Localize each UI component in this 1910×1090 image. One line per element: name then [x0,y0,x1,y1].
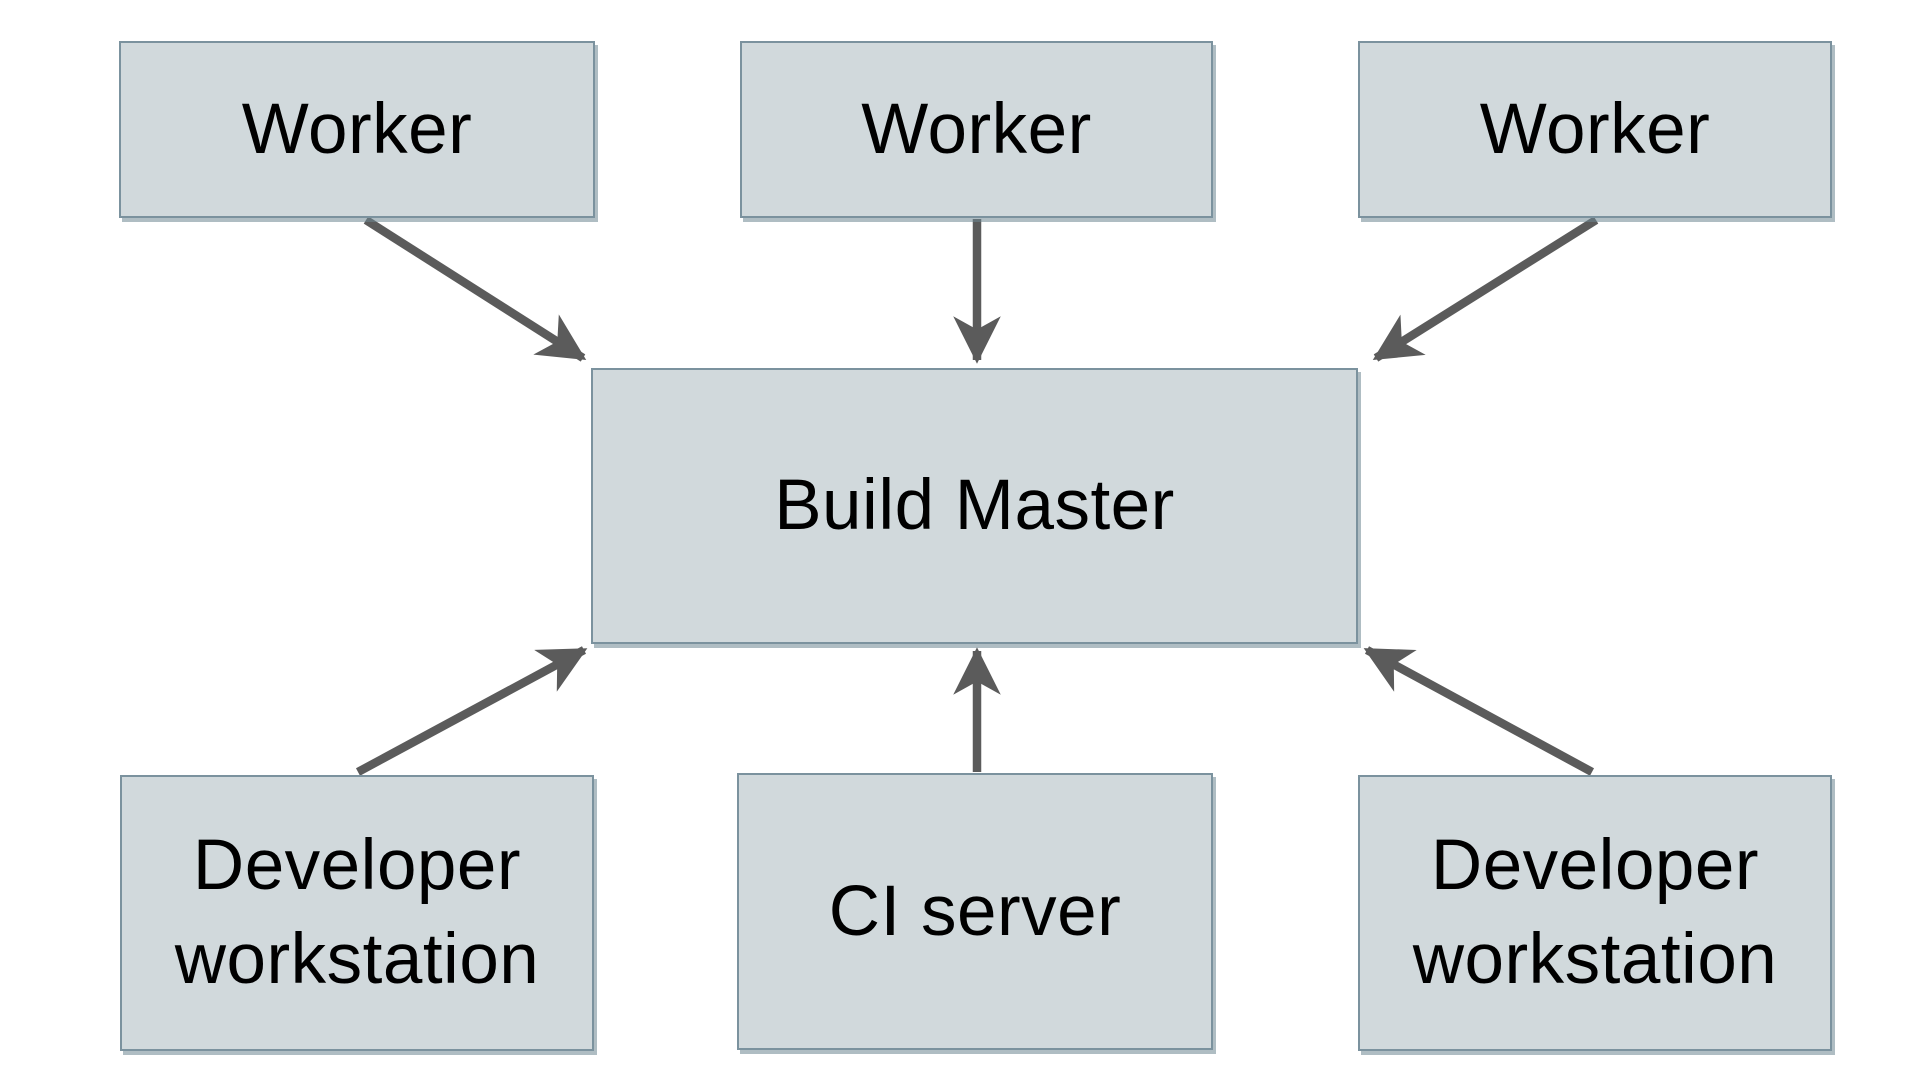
arrow-worker-3-to-build-master [1372,216,1599,362]
node-developer-workstation-right-label: Developer workstation [1412,826,1778,999]
node-ci-server-label: CI server [828,871,1122,951]
node-worker-3: Worker [1358,41,1832,218]
node-ci-server: CI server [737,773,1213,1050]
node-build-master-label: Build Master [774,466,1175,546]
arrow-worker-1-to-build-master [363,216,587,362]
node-developer-workstation-left-label: Developer workstation [174,826,540,999]
node-worker-1-label: Worker [241,89,473,169]
node-worker-2: Worker [740,41,1213,218]
node-worker-2-label: Worker [861,89,1092,169]
node-developer-workstation-left: Developer workstation [120,775,594,1051]
node-build-master: Build Master [591,368,1358,644]
arrow-developer-workstation-left-to-build-master [355,646,588,776]
node-developer-workstation-right: Developer workstation [1358,775,1832,1051]
node-worker-3-label: Worker [1479,89,1711,169]
arrow-developer-workstation-right-to-build-master [1363,646,1595,776]
node-worker-1: Worker [119,41,595,218]
